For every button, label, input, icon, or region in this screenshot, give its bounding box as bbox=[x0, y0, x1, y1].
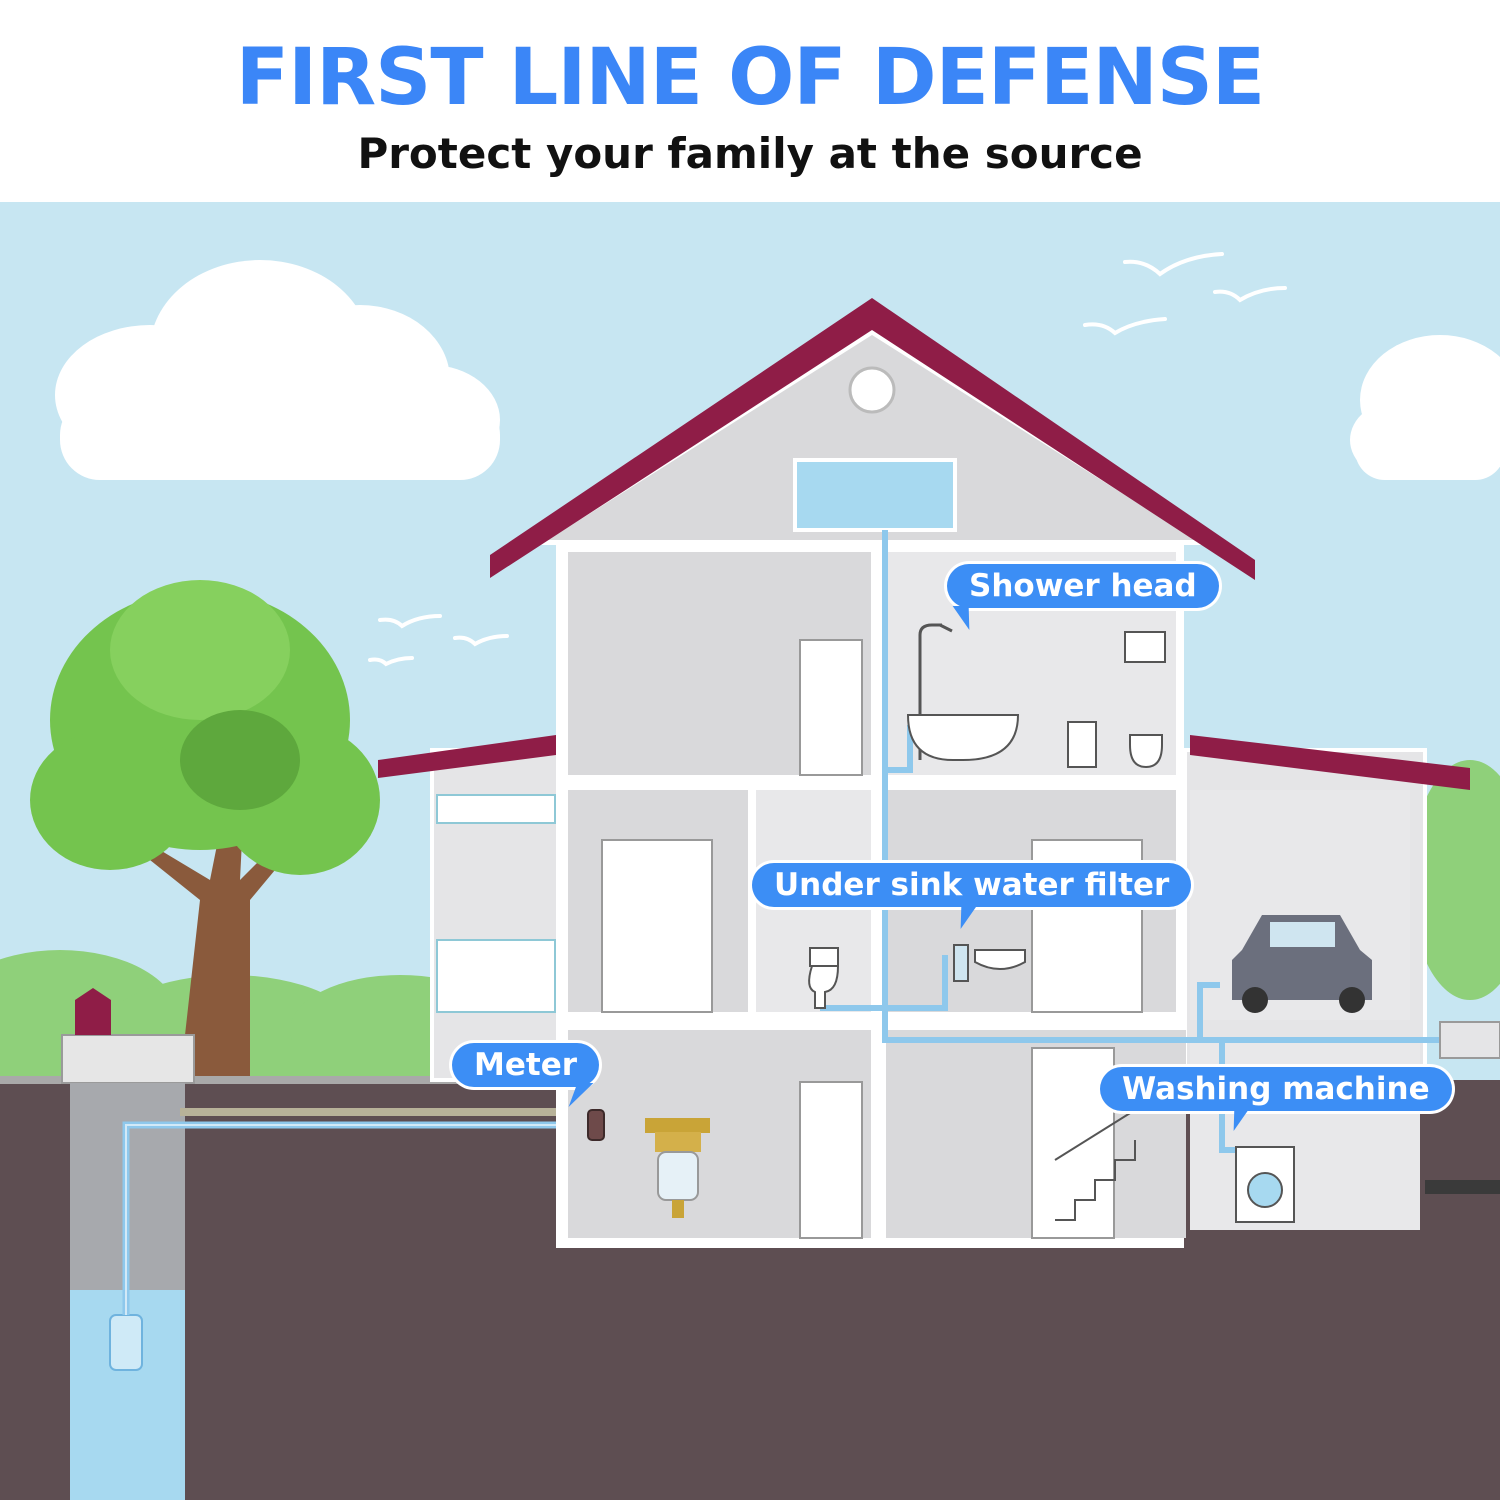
whole-house-filter-icon bbox=[645, 1118, 710, 1218]
birds-icon bbox=[368, 252, 1287, 667]
page-title: FIRST LINE OF DEFENSE bbox=[235, 33, 1265, 123]
page-subtitle: Protect your family at the source bbox=[357, 129, 1143, 178]
water-tank bbox=[793, 458, 957, 532]
washbasin-icon bbox=[1067, 721, 1097, 768]
staircase-icon bbox=[1054, 1109, 1136, 1221]
tree-icon bbox=[30, 580, 380, 1080]
cloud-right-icon bbox=[1350, 335, 1500, 480]
header: FIRST LINE OF DEFENSE Protect your famil… bbox=[0, 0, 1500, 202]
callout-meter: Meter bbox=[452, 1043, 600, 1087]
shower-head-icon bbox=[918, 623, 953, 760]
car-icon bbox=[1232, 915, 1372, 1013]
toilet-lower-icon bbox=[808, 947, 840, 1009]
internal-pipes bbox=[820, 530, 1440, 1153]
callout-shower-head: Shower head bbox=[947, 564, 1219, 608]
cloud-left-icon bbox=[55, 260, 500, 480]
toilet-upper-icon bbox=[1124, 631, 1166, 769]
callout-under-sink-filter: Under sink water filter bbox=[752, 863, 1192, 907]
meter-icon bbox=[587, 1109, 605, 1141]
callout-washing-machine: Washing machine bbox=[1100, 1067, 1452, 1111]
house-plumbing-illustration bbox=[0, 202, 1500, 1500]
washing-machine-icon bbox=[1235, 1146, 1295, 1223]
sink-filter-icon bbox=[953, 944, 1026, 982]
bathtub-icon bbox=[906, 714, 1020, 761]
